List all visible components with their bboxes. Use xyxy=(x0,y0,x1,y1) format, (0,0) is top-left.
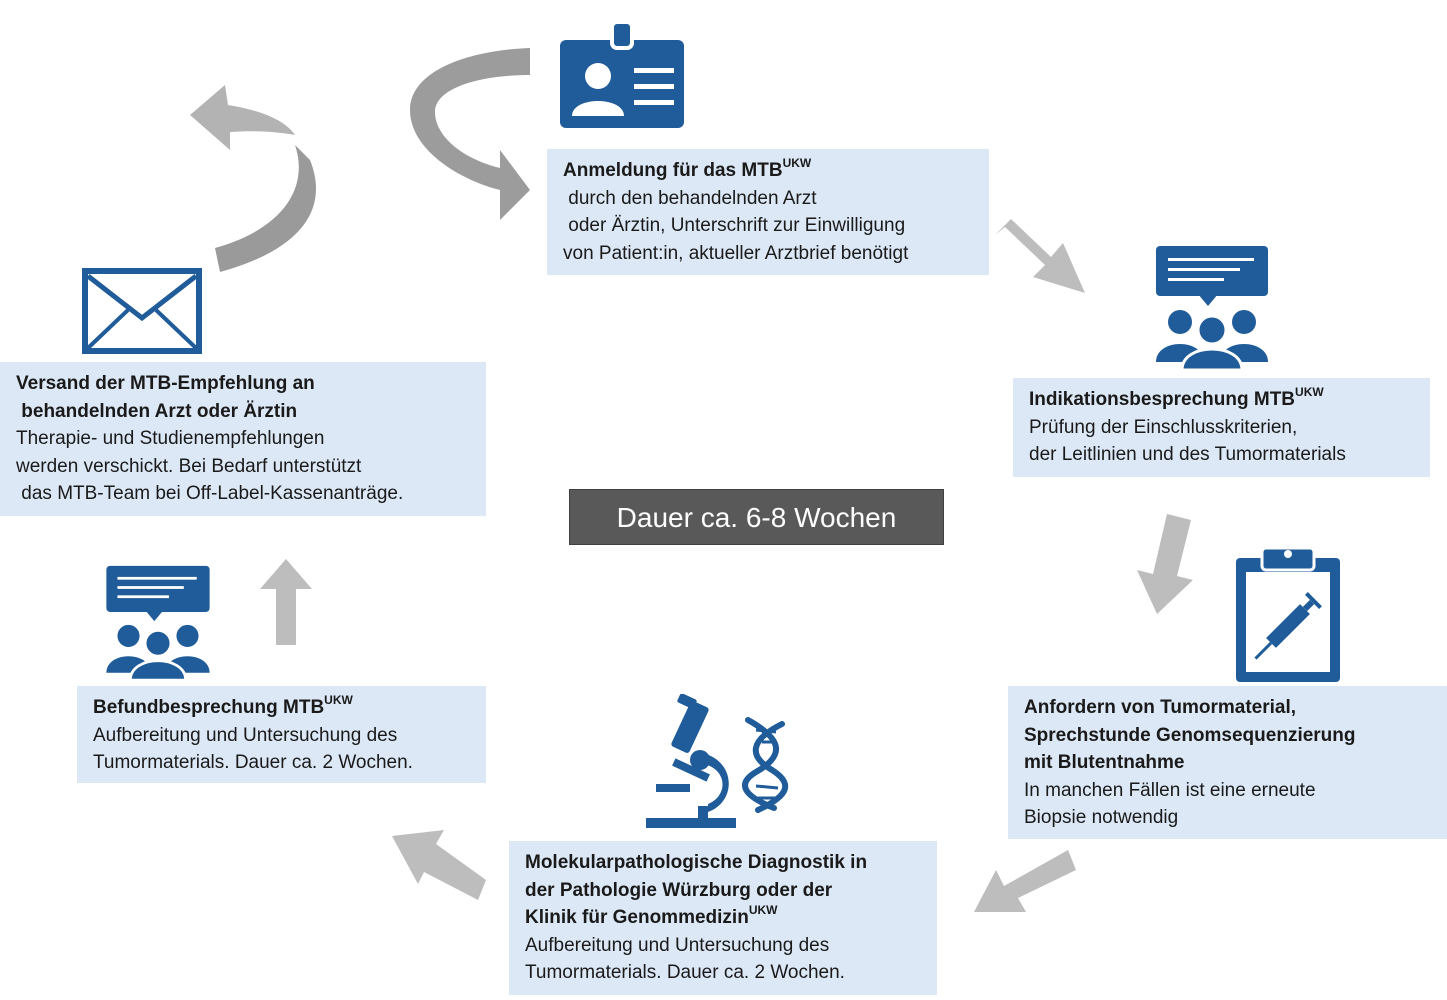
arrow-step5-to-step6 xyxy=(260,559,312,645)
step-indication-box: Indikationsbesprechung MTBUKW Prüfung de… xyxy=(1013,378,1430,477)
step-title: Anfordern von Tumormaterial, xyxy=(1024,697,1297,718)
step-body-line: Aufbereitung und Untersuchung des xyxy=(525,934,830,956)
step-body-line: Biopsie notwendig xyxy=(1024,807,1179,828)
step-title: Sprechstunde Genomsequenzierung xyxy=(1024,724,1356,746)
team-discussion-icon xyxy=(1156,246,1268,372)
step-body-line: Tumormaterials. Dauer ca. 2 Wochen. xyxy=(525,962,845,983)
step-findings-box: Befundbesprechung MTBUKW Aufbereitung un… xyxy=(77,686,486,783)
arrow-step4-to-step5 xyxy=(392,830,486,900)
step-title: Indikationsbesprechung MTBUKW xyxy=(1029,385,1324,410)
step-title: behandelnden Arzt oder Ärztin xyxy=(16,400,298,422)
step-diagnostics-box: Molekularpathologische Diagnostik in der… xyxy=(509,841,937,995)
step-title: Klinik für GenommedizinUKW xyxy=(525,903,778,928)
step-title: mit Blutentnahme xyxy=(1024,752,1185,773)
curved-arrow-return xyxy=(190,48,530,272)
microscope-dna-icon xyxy=(646,694,789,828)
duration-label: Dauer ca. 6-8 Wochen xyxy=(569,489,944,545)
step-title: der Pathologie Würzburg oder der xyxy=(525,879,833,901)
clipboard-syringe-icon xyxy=(1236,546,1340,682)
step-body-line: von Patient:in, aktueller Arztbrief benö… xyxy=(563,242,909,264)
step-dispatch-box: Versand der MTB-Empfehlung an behandelnd… xyxy=(0,362,486,516)
id-card-icon xyxy=(560,20,684,128)
envelope-icon xyxy=(82,268,202,354)
arrow-step1-to-step2 xyxy=(995,219,1085,293)
step-body-line: werden verschickt. Bei Bedarf unterstütz… xyxy=(16,455,362,477)
step-body-line: In manchen Fällen ist eine erneute xyxy=(1024,779,1316,801)
step-title: Molekularpathologische Diagnostik in xyxy=(525,852,868,873)
step-body-line: durch den behandelnden Arzt xyxy=(563,187,817,209)
step-title: Befundbesprechung MTBUKW xyxy=(93,693,353,718)
step-title: Versand der MTB-Empfehlung an xyxy=(16,373,315,394)
step-body-line: der Leitlinien und des Tumormaterials xyxy=(1029,444,1346,465)
step-body-line: Tumormaterials. Dauer ca. 2 Wochen. xyxy=(93,752,413,773)
step-body-line: das MTB-Team bei Off-Label-Kassenanträge… xyxy=(16,483,404,504)
step-body-line: Aufbereitung und Untersuchung des xyxy=(93,724,398,746)
step-body-line: Prüfung der Einschlusskriterien, xyxy=(1029,416,1298,438)
arrow-step2-to-step3 xyxy=(1137,514,1193,614)
step-registration-box: Anmeldung für das MTBUKW durch den behan… xyxy=(547,149,989,275)
step-body-line: oder Ärztin, Unterschrift zur Einwilligu… xyxy=(563,215,906,236)
step-tumor-material-box: Anfordern von Tumormaterial, Sprechstund… xyxy=(1008,686,1447,839)
step-body-line: Therapie- und Studienempfehlungen xyxy=(16,428,325,449)
team-discussion-icon xyxy=(106,565,210,682)
arrow-step3-to-step4 xyxy=(974,850,1076,912)
step-title: Anmeldung für das MTBUKW xyxy=(563,156,812,181)
